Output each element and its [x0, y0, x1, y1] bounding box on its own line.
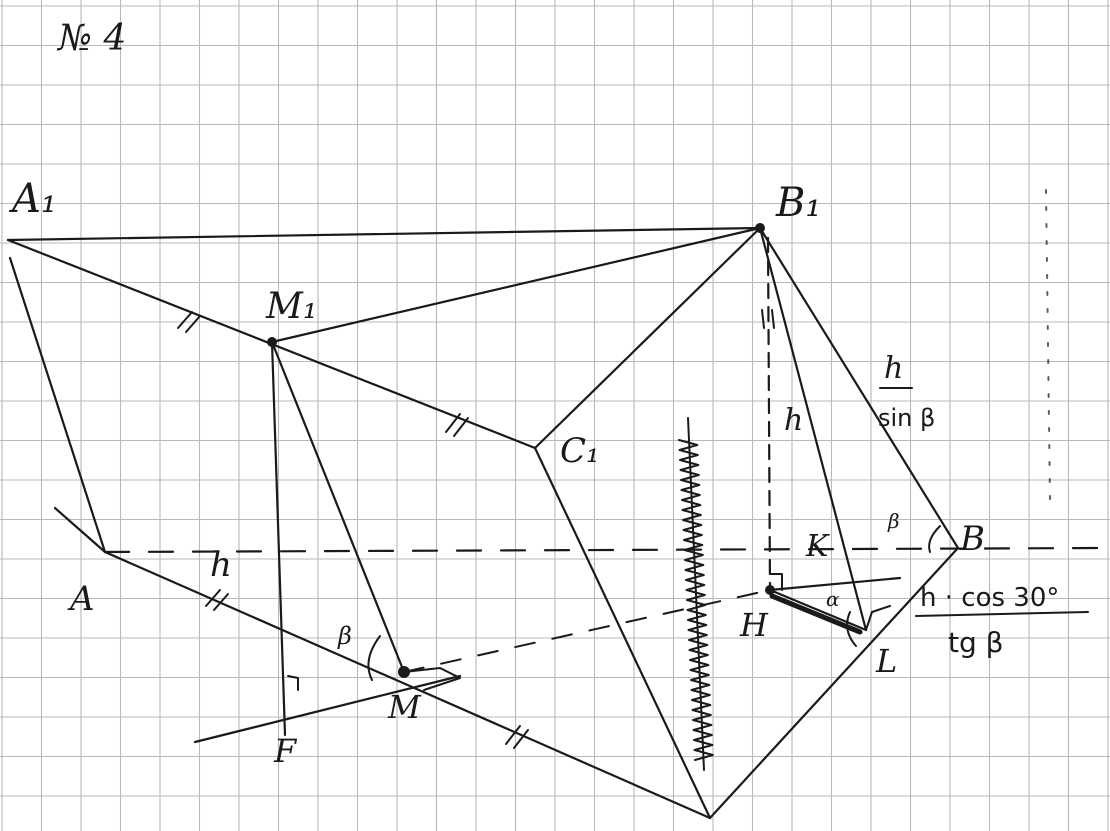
edge-a1-b1	[6, 226, 762, 242]
label-h-left: h	[210, 545, 232, 585]
right-angle-marks	[287, 573, 891, 691]
segment-h-l	[768, 588, 868, 632]
label-alpha-l: α	[826, 587, 840, 611]
point-h	[765, 585, 775, 595]
label-m1: M₁	[265, 286, 317, 327]
tick-m1c1-1	[445, 413, 461, 433]
label-h: H	[739, 606, 769, 644]
tick-a1m1-1	[177, 311, 193, 329]
segment-m1-b1	[270, 226, 762, 344]
tick-height-2	[771, 309, 775, 329]
proj-fraction-bar	[915, 611, 1089, 617]
label-beta-b: β	[887, 509, 900, 533]
tick-mc-2	[513, 729, 529, 749]
tick-a1m1-2	[185, 315, 201, 333]
label-c1: C₁	[560, 431, 600, 471]
proj-denominator: tg β	[948, 626, 1004, 659]
right-angle-l	[865, 605, 891, 631]
edge-c-b	[708, 546, 960, 820]
label-a1: A₁	[8, 176, 57, 222]
segment-h-k	[768, 576, 902, 592]
horizontal-dashed-level	[103, 546, 1107, 554]
prism-edges	[6, 226, 960, 820]
right-angle-f	[287, 675, 299, 691]
label-a: A	[67, 579, 95, 619]
slant-numerator: h	[884, 351, 903, 386]
tick-m1c1-2	[453, 417, 469, 437]
projection-fraction: h · cos 30° tg β	[915, 583, 1089, 659]
vertex-points	[267, 223, 775, 678]
label-l: L	[875, 642, 897, 680]
tick-marks	[177, 309, 775, 749]
segment-hl-bold	[769, 593, 863, 635]
line-through-f-m	[193, 674, 462, 744]
edge-a1-a	[8, 256, 107, 554]
label-beta-m: β	[337, 622, 352, 650]
point-b1	[755, 223, 765, 233]
label-b: B	[959, 519, 985, 559]
label-h-vertical: h	[784, 403, 803, 438]
label-m: M	[387, 688, 422, 726]
height-b1-h	[766, 236, 772, 592]
edge-a-c	[103, 550, 712, 820]
segment-m1-m	[270, 340, 406, 674]
tick-am-2	[213, 593, 229, 611]
angle-arc-m	[367, 635, 381, 681]
point-m	[398, 666, 410, 678]
hatched-vertical-line	[678, 417, 714, 771]
label-f: F	[273, 732, 298, 770]
tick-height-1	[761, 309, 765, 329]
slant-denominator: sin β	[878, 404, 935, 432]
edge-b1-c1	[533, 226, 762, 450]
edge-b1-b	[758, 226, 960, 550]
faint-dotted-marks	[1045, 189, 1051, 501]
proj-numerator: h · cos 30°	[920, 583, 1059, 613]
tick-mc-1	[505, 725, 521, 745]
point-m1	[267, 337, 277, 347]
segment-b1-l	[758, 226, 868, 632]
edge-c1-c	[533, 446, 712, 820]
segment-m1-f	[270, 340, 287, 737]
angle-arc-b	[928, 525, 941, 553]
header-number: № 4	[56, 18, 126, 59]
edge-a-tail	[53, 506, 107, 554]
right-angle-h	[769, 573, 783, 591]
tick-am-1	[205, 589, 221, 607]
slant-fraction: h sin β	[878, 351, 935, 432]
right-angle-m	[403, 667, 461, 691]
dashed-m-to-h	[403, 589, 771, 673]
label-b1: B₁	[775, 180, 821, 226]
label-k: K	[805, 529, 830, 564]
